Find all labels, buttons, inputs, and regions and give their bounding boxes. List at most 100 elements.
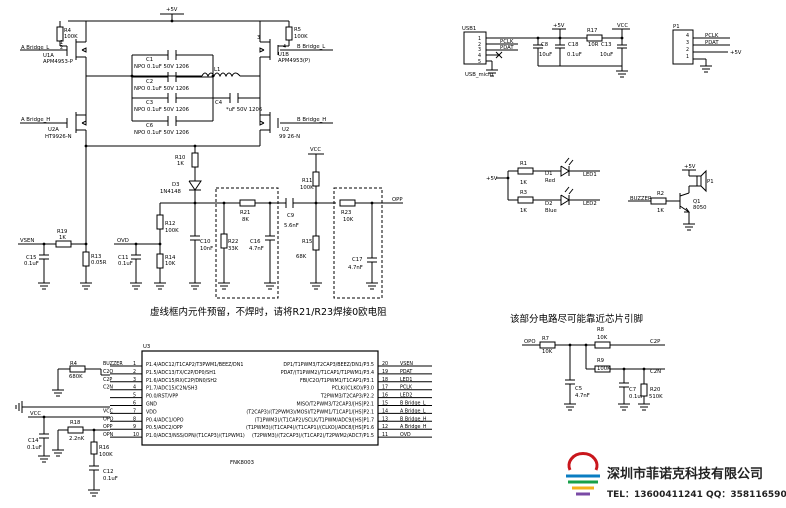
mcu-left-net-label: BUZZER (103, 361, 123, 367)
u2-part: 99 26-N (279, 134, 300, 140)
c2p-label: C2P (650, 339, 661, 345)
r9-ref: R9 (597, 358, 604, 364)
r22-resistor (220, 233, 228, 249)
mcu-right-net-label: PDAT (400, 369, 412, 375)
r14-ref: R14 (165, 255, 176, 261)
led2-net: LED2 (583, 201, 597, 207)
r3-value: 1K (520, 208, 527, 214)
led-5v-label: +5V (486, 176, 498, 182)
mcu-right-pin-function: PCLK/(CLKO)/P3.0 (332, 386, 374, 392)
r13-resistor (82, 251, 90, 267)
d2-color: Blue (545, 208, 557, 214)
p1-header: P1 4 3 2 1 PCLK PDAT +5V (672, 24, 742, 73)
c18-ref: C18 (568, 42, 579, 48)
r16-ref: R16 (99, 445, 110, 451)
mcu-right-pin-function: (T2PWM3)/(T2CAP3)/(T1CAP2)/T2PWM2/ADC7/P… (252, 433, 374, 439)
mcu-right-net-label: PCLK (400, 385, 413, 391)
ground-r4b (52, 389, 64, 397)
r22-ref: R22 (228, 239, 238, 245)
mcu-left-pin-number: 1 (133, 361, 136, 367)
r19-value: 1K (59, 235, 66, 241)
ground-p1 (700, 65, 712, 73)
mcu-right-pin-number: 17 (382, 385, 388, 391)
r12-value: 100K (165, 228, 179, 234)
r21-resistor (239, 199, 256, 207)
optional-box-1 (215, 187, 279, 299)
r4b-ref: R4 (70, 361, 78, 367)
r4-resistor (56, 26, 64, 42)
d3-part: 1N4148 (160, 189, 181, 195)
p1-pdat-label: PDAT (705, 40, 719, 46)
mcu-left-net-label: OPO (103, 416, 114, 422)
mcu-right-pin-11: 11(T2PWM3)/(T2CAP3)/(T1CAP2)/T2PWM2/ADC7… (252, 432, 432, 439)
r18-value: 2.2nK (69, 436, 85, 442)
r20-resistor (640, 383, 648, 397)
c6-value: NPO 0.1uF 50V 1206 (134, 130, 190, 136)
mcu-left-pin-number: 5 (133, 393, 136, 399)
c13-ref: C13 (601, 42, 611, 48)
mcu-right-pin-number: 19 (382, 369, 388, 375)
c14-value: 0.1uF (27, 445, 42, 451)
c3-value: NPO 0.1uF 50V 1206 (134, 107, 190, 113)
r1-value: 1K (520, 180, 527, 186)
a-bridge-h-left-label: A Bridge_H (21, 117, 50, 123)
h-bridge: +5V R4 100K R5 100K A Bridge_L 2 1 (20, 7, 333, 148)
d3-ref: D3 (172, 182, 179, 188)
mcu-right-pin-number: 15 (382, 401, 388, 407)
c7-value: 0.1uF (629, 394, 644, 400)
r12-resistor (156, 214, 164, 230)
company-contact: TEL：13600411241 QQ：3581165900 (607, 490, 786, 500)
mcu-body (141, 350, 379, 446)
d1-color: Red (545, 178, 555, 184)
mcu-right-net-label: LED2 (400, 393, 412, 399)
mcu-right-pin-function: T2PWM3/T2CAP3/P2.2 (320, 394, 374, 400)
mcu-right-pin-number: 12 (382, 424, 388, 430)
mcu-left-pin-function: P1.0/ADC3/NSS/OPN/(T1CAP3)/(T1PWM1) (146, 433, 245, 439)
r3-resistor (517, 196, 534, 204)
logo-mark (566, 452, 600, 496)
mcu-left-pin-function: P1.6/ADC15/RX/C2P/DN0/SH2 (146, 378, 217, 384)
c4-value: *uF 50V 1206 (226, 107, 263, 113)
r18-ref: R18 (70, 420, 81, 426)
c11-ref: C11 (118, 255, 128, 261)
usb-5v-label: +5V (553, 23, 565, 29)
l1-ref: L1 (214, 67, 220, 73)
vcc-r11-label: VCC (310, 147, 321, 153)
svg-text:1: 1 (60, 40, 63, 46)
ground-mcu (15, 401, 23, 413)
buzzer-cone (700, 169, 707, 193)
r3-ref: R3 (520, 190, 527, 196)
c17-ref: C17 (352, 257, 362, 263)
sense-filter: R10 1K D3 1N4148 OPP R12 100K C10 10nF (18, 146, 403, 318)
c17-value: 4.7nF (348, 265, 363, 271)
mcu-left-pin-function: VDD (146, 409, 157, 415)
c5-ref: C5 (575, 386, 582, 392)
r7-resistor (539, 341, 556, 349)
svg-text:3: 3 (686, 40, 689, 46)
r8-ref: R8 (597, 327, 605, 333)
u1b-mosfet (259, 21, 289, 76)
r4-value: 100K (64, 34, 78, 40)
mcu-right-pin-number: 14 (382, 408, 388, 414)
opo-label: OPO (524, 339, 536, 345)
ovd-label: OVD (117, 238, 129, 244)
c15-value: 0.1uF (24, 261, 39, 267)
c2-ref: C2 (146, 79, 153, 85)
vcc-top-label: +5V (166, 7, 178, 13)
r1-resistor (517, 167, 534, 175)
c12-value: 0.1uF (103, 476, 118, 482)
q1-ref: Q1 (693, 199, 701, 205)
ground-symbols-mid (38, 282, 378, 290)
c10-value: 10nF (200, 246, 213, 252)
u2a-mosfet (66, 112, 87, 146)
usb-section: USB1 USB_micro 1 2 3 4 5 PCLK PDAT +5V C… (462, 23, 630, 78)
mcu-left-net-label: C2O (103, 369, 113, 375)
u1b-ref: U1B (278, 52, 289, 58)
svg-text:3: 3 (478, 47, 481, 53)
